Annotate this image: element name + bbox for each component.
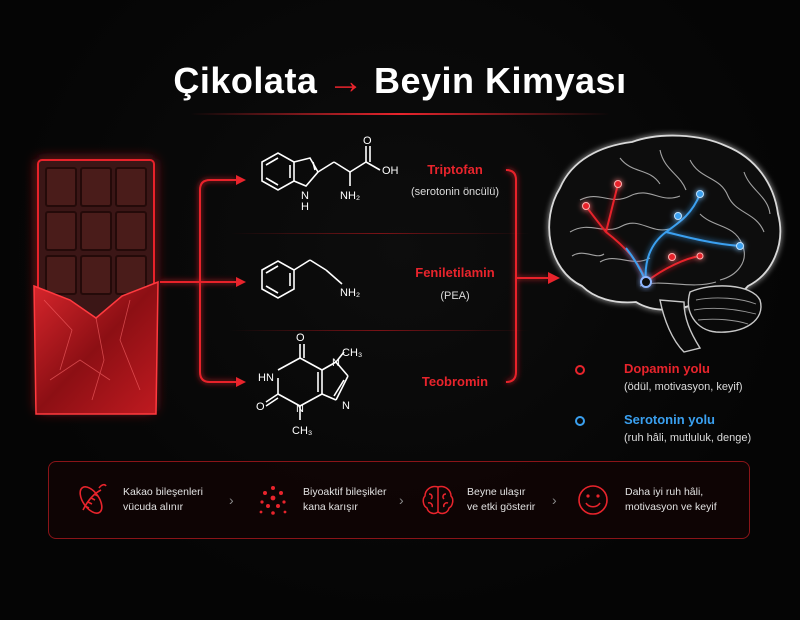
chevron-right-icon: › [552, 492, 557, 508]
legend-serotonin-title: Serotonin yolu [624, 412, 715, 427]
page-title: Çikolata→Beyin Kimyası [0, 60, 800, 102]
theo-ch3a: CH₃ [342, 347, 362, 359]
step-4: Daha iyi ruh hâli, motivasyon ve keyif [575, 462, 717, 538]
separator-1 [230, 233, 530, 234]
compound-name-teobromin: Teobromin [421, 374, 489, 389]
chevron-right-icon: › [229, 492, 234, 508]
title-right: Beyin Kimyası [373, 60, 627, 101]
cocoa-pod-icon [79, 483, 107, 514]
merge-arrowhead-icon [548, 272, 560, 284]
particles-icon [259, 486, 287, 515]
pea-nh2: NH₂ [340, 287, 360, 299]
legend-dopamine-desc: (ödül, motivasyon, keyif) [624, 381, 743, 393]
chevron-right-icon: › [399, 492, 404, 508]
theo-n3: N [296, 403, 304, 415]
legend-dopamine-marker-icon [562, 365, 604, 375]
theo-ch3b: CH₃ [292, 425, 312, 437]
theo-n2: N [342, 400, 350, 412]
step-4-line2: motivasyon ve keyif [625, 501, 717, 513]
legend-dopamine-title: Dopamin yolu [624, 361, 710, 376]
tryp-nh2: NH₂ [340, 190, 360, 202]
theo-n1: N [332, 357, 340, 369]
title-left: Çikolata [173, 60, 318, 101]
pea-molecule-icon [261, 259, 343, 299]
theo-o2: O [256, 401, 265, 413]
step-2-line1: Biyoaktif bileşikler [303, 486, 387, 498]
compound-desc-feniletilamin: (PEA) [440, 290, 470, 302]
smiley-icon [578, 485, 608, 515]
merge-connector [505, 169, 548, 383]
step-1: Kakao bileşenleri vücuda alınır [71, 462, 203, 538]
chocolate-bar-icon [33, 159, 159, 415]
process-steps-panel: Kakao bileşenleri vücuda alınır › Biyoak… [48, 461, 750, 539]
step-2-line2: kana karışır [303, 501, 358, 513]
step-2: Biyoaktif bileşikler kana karışır [255, 462, 386, 538]
theo-o1: O [296, 332, 305, 344]
theobromine-molecule-icon [265, 344, 349, 420]
step-3: Beyne ulaşır ve etki gösterir [419, 462, 535, 538]
step-1-line1: Kakao bileşenleri [123, 486, 203, 498]
step-3-line1: Beyne ulaşır [467, 486, 526, 498]
compound-desc-triptofan: (serotonin öncülü) [410, 186, 500, 198]
title-underline [190, 113, 610, 115]
tryp-h: H [301, 201, 309, 213]
step-3-line2: ve etki gösterir [467, 501, 536, 513]
tryp-o: O [363, 135, 372, 147]
legend-serotonin-desc: (ruh hâli, mutluluk, denge) [624, 432, 752, 444]
compound-name-feniletilamin: Feniletilamin [415, 265, 495, 280]
step-1-line2: vücuda alınır [123, 501, 184, 513]
split-connector [160, 179, 236, 383]
tryptophan-molecule-icon [261, 146, 381, 191]
brain-illustration [548, 134, 782, 353]
legend-serotonin-marker-icon [562, 416, 604, 426]
title-arrow-icon: → [327, 60, 364, 101]
tryp-n: N [301, 190, 309, 202]
step-4-line1: Daha iyi ruh hâli, [625, 486, 704, 498]
brain-icon [422, 485, 454, 515]
separator-2 [230, 330, 530, 331]
tryp-oh: OH [382, 165, 399, 177]
connector-arrowheads [236, 175, 246, 387]
compound-name-triptofan: Triptofan [427, 162, 483, 177]
theo-hn: HN [258, 372, 274, 384]
